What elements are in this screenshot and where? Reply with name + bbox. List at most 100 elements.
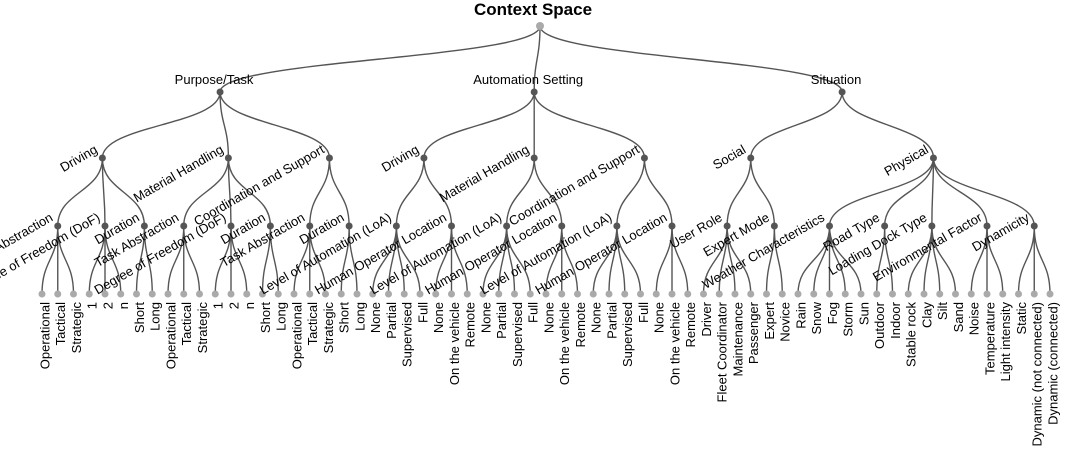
leaf-node[interactable] [574,290,581,298]
leaf-node[interactable] [385,290,392,298]
branch-node[interactable] [747,154,755,162]
leaf-node[interactable] [826,290,833,298]
leaf-node[interactable] [290,290,298,298]
leaf-node[interactable] [1030,290,1038,298]
leaf-node[interactable] [369,290,377,298]
leaf-label-none: None [589,302,604,333]
leaf-node[interactable] [715,290,723,298]
leaf-node[interactable] [700,290,707,298]
leaf-node[interactable] [621,290,629,298]
leaf-node[interactable] [274,290,282,298]
leaf-node[interactable] [479,290,487,298]
leaf-node[interactable] [542,290,550,298]
leaf-node[interactable] [526,290,534,298]
branch-node[interactable] [558,222,566,230]
leaf-node[interactable] [85,290,93,298]
branch-node[interactable] [613,222,621,230]
leaf-node[interactable] [841,290,849,298]
branch-node[interactable] [826,222,833,230]
leaf-node[interactable] [589,290,597,298]
leaf-node[interactable] [337,290,345,298]
branch-node[interactable] [325,154,333,162]
leaf-node[interactable] [353,290,361,298]
branch-node[interactable] [101,222,109,230]
leaf-node[interactable] [511,290,518,298]
leaf-node[interactable] [1046,290,1054,298]
leaf-node[interactable] [684,290,692,298]
branch-node[interactable] [448,222,455,230]
leaf-node[interactable] [448,290,455,298]
branch-node[interactable] [266,222,274,230]
leaf-node[interactable] [164,290,172,298]
leaf-node[interactable] [70,290,77,298]
leaf-node[interactable] [731,290,739,298]
branch-node[interactable] [180,222,188,230]
leaf-node[interactable] [54,290,62,298]
leaf-node[interactable] [227,290,235,298]
branch-node[interactable] [216,88,224,96]
leaf-node[interactable] [763,290,770,298]
leaf-node[interactable] [211,290,219,298]
leaf-node[interactable] [904,290,912,298]
root-node[interactable] [536,22,544,30]
leaf-node[interactable] [133,290,140,298]
leaf-node[interactable] [889,290,896,298]
branch-node[interactable] [770,222,778,230]
branch-node[interactable] [640,154,648,162]
branch-node[interactable] [530,88,538,96]
leaf-node[interactable] [117,290,125,298]
branch-node[interactable] [54,222,62,230]
leaf-node[interactable] [920,290,928,298]
leaf-node[interactable] [38,290,46,298]
leaf-node[interactable] [196,290,203,298]
leaf-node[interactable] [967,290,975,298]
leaf-node[interactable] [432,290,440,298]
leaf-node[interactable] [180,290,188,298]
branch-node[interactable] [983,222,991,230]
leaf-node[interactable] [416,290,424,298]
leaf-node[interactable] [463,290,471,298]
leaf-node[interactable] [778,290,786,298]
leaf-node[interactable] [652,290,660,298]
branch-node[interactable] [503,222,511,230]
leaf-node[interactable] [605,290,613,298]
branch-node[interactable] [306,222,314,230]
branch-node[interactable] [227,222,235,230]
leaf-node[interactable] [495,290,503,298]
branch-node[interactable] [881,222,889,230]
leaf-node[interactable] [259,290,266,298]
leaf-node[interactable] [101,290,109,298]
leaf-node[interactable] [747,290,755,298]
branch-node[interactable] [140,222,148,230]
branch-node[interactable] [668,222,676,230]
branch-node[interactable] [530,154,538,162]
leaf-node[interactable] [637,290,644,298]
branch-node[interactable] [928,222,936,230]
branch-node[interactable] [224,154,232,162]
branch-node[interactable] [345,222,353,230]
branch-node[interactable] [1030,222,1038,230]
branch-node[interactable] [392,222,400,230]
leaf-node[interactable] [857,290,865,298]
leaf-node[interactable] [999,290,1007,298]
leaf-node[interactable] [794,290,802,298]
leaf-node[interactable] [322,290,329,298]
leaf-node[interactable] [306,290,314,298]
leaf-label-storm: Storm [841,302,856,337]
leaf-node[interactable] [952,290,959,298]
branch-node[interactable] [98,154,106,162]
branch-node[interactable] [838,88,846,96]
branch-node[interactable] [929,154,937,162]
leaf-node[interactable] [148,290,156,298]
leaf-node[interactable] [243,290,251,298]
branch-node[interactable] [420,154,428,162]
leaf-node[interactable] [936,290,944,298]
leaf-node[interactable] [1015,290,1022,298]
leaf-node[interactable] [558,290,566,298]
leaf-node[interactable] [873,290,881,298]
leaf-node[interactable] [983,290,991,298]
leaf-node[interactable] [668,290,676,298]
leaf-node[interactable] [400,290,408,298]
branch-node[interactable] [723,222,731,230]
leaf-node[interactable] [810,290,818,298]
